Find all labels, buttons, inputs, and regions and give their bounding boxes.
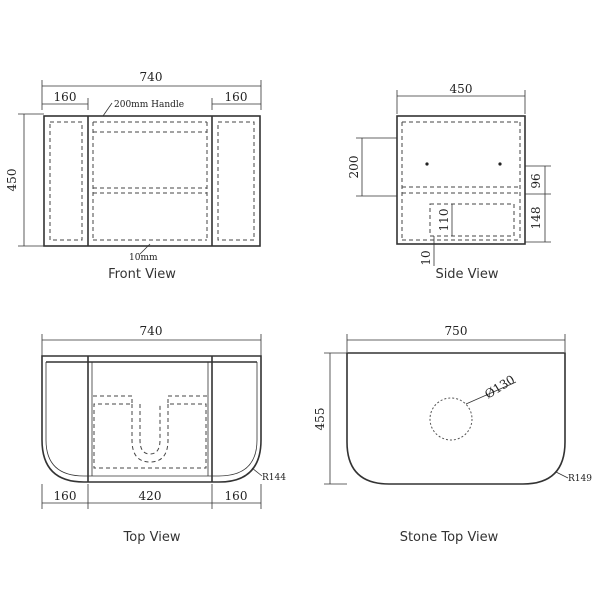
stone-top-view-title: Stone Top View <box>400 530 499 545</box>
side-lower-label: 148 <box>529 207 543 230</box>
top-width-label: 740 <box>140 324 163 338</box>
stone-top-view: 750 Ø130 455 R149 Stone Top View <box>313 324 592 545</box>
top-middle-label: 420 <box>139 489 162 503</box>
side-opening-label: 110 <box>437 209 451 232</box>
side-handle-height-label: 200 <box>347 156 361 179</box>
stone-hole-label: Ø130 <box>482 372 517 401</box>
top-plumbing-cutout <box>131 404 169 463</box>
front-width-label: 740 <box>140 70 163 84</box>
front-left-panel-label: 160 <box>54 90 77 104</box>
front-gap-label: 10mm <box>129 253 158 263</box>
top-right-panel-label: 160 <box>225 489 248 503</box>
stone-tap-hole <box>429 397 473 441</box>
side-cabinet-outline <box>396 115 526 245</box>
top-radius-label: R144 <box>262 473 286 483</box>
top-cabinet-outline <box>41 355 262 483</box>
front-height-label: 450 <box>5 169 19 192</box>
side-bottom-label: 10 <box>419 250 433 265</box>
stone-radius-label: R149 <box>568 474 592 484</box>
top-view: 740 R144 160 420 160 Top View <box>41 324 286 545</box>
front-view-title: Front View <box>108 267 176 282</box>
side-view: 450 200 96 148 110 10 Side View <box>347 82 551 282</box>
side-view-title: Side View <box>435 267 498 282</box>
front-handle-label: 200mm Handle <box>114 100 184 110</box>
stone-width-label: 750 <box>445 324 468 338</box>
side-handle-dot <box>425 162 429 166</box>
front-view: 740 160 160 200mm Handle 450 10mm <box>5 70 262 282</box>
top-left-panel-label: 160 <box>54 489 77 503</box>
front-cabinet-outline <box>43 115 261 247</box>
side-depth-label: 450 <box>450 82 473 96</box>
side-upper-label: 96 <box>529 173 543 188</box>
front-right-panel-label: 160 <box>225 90 248 104</box>
stone-top-outline <box>346 352 566 485</box>
side-handle-dot <box>498 162 502 166</box>
stone-depth-label: 455 <box>313 408 327 431</box>
top-view-title: Top View <box>123 530 181 545</box>
